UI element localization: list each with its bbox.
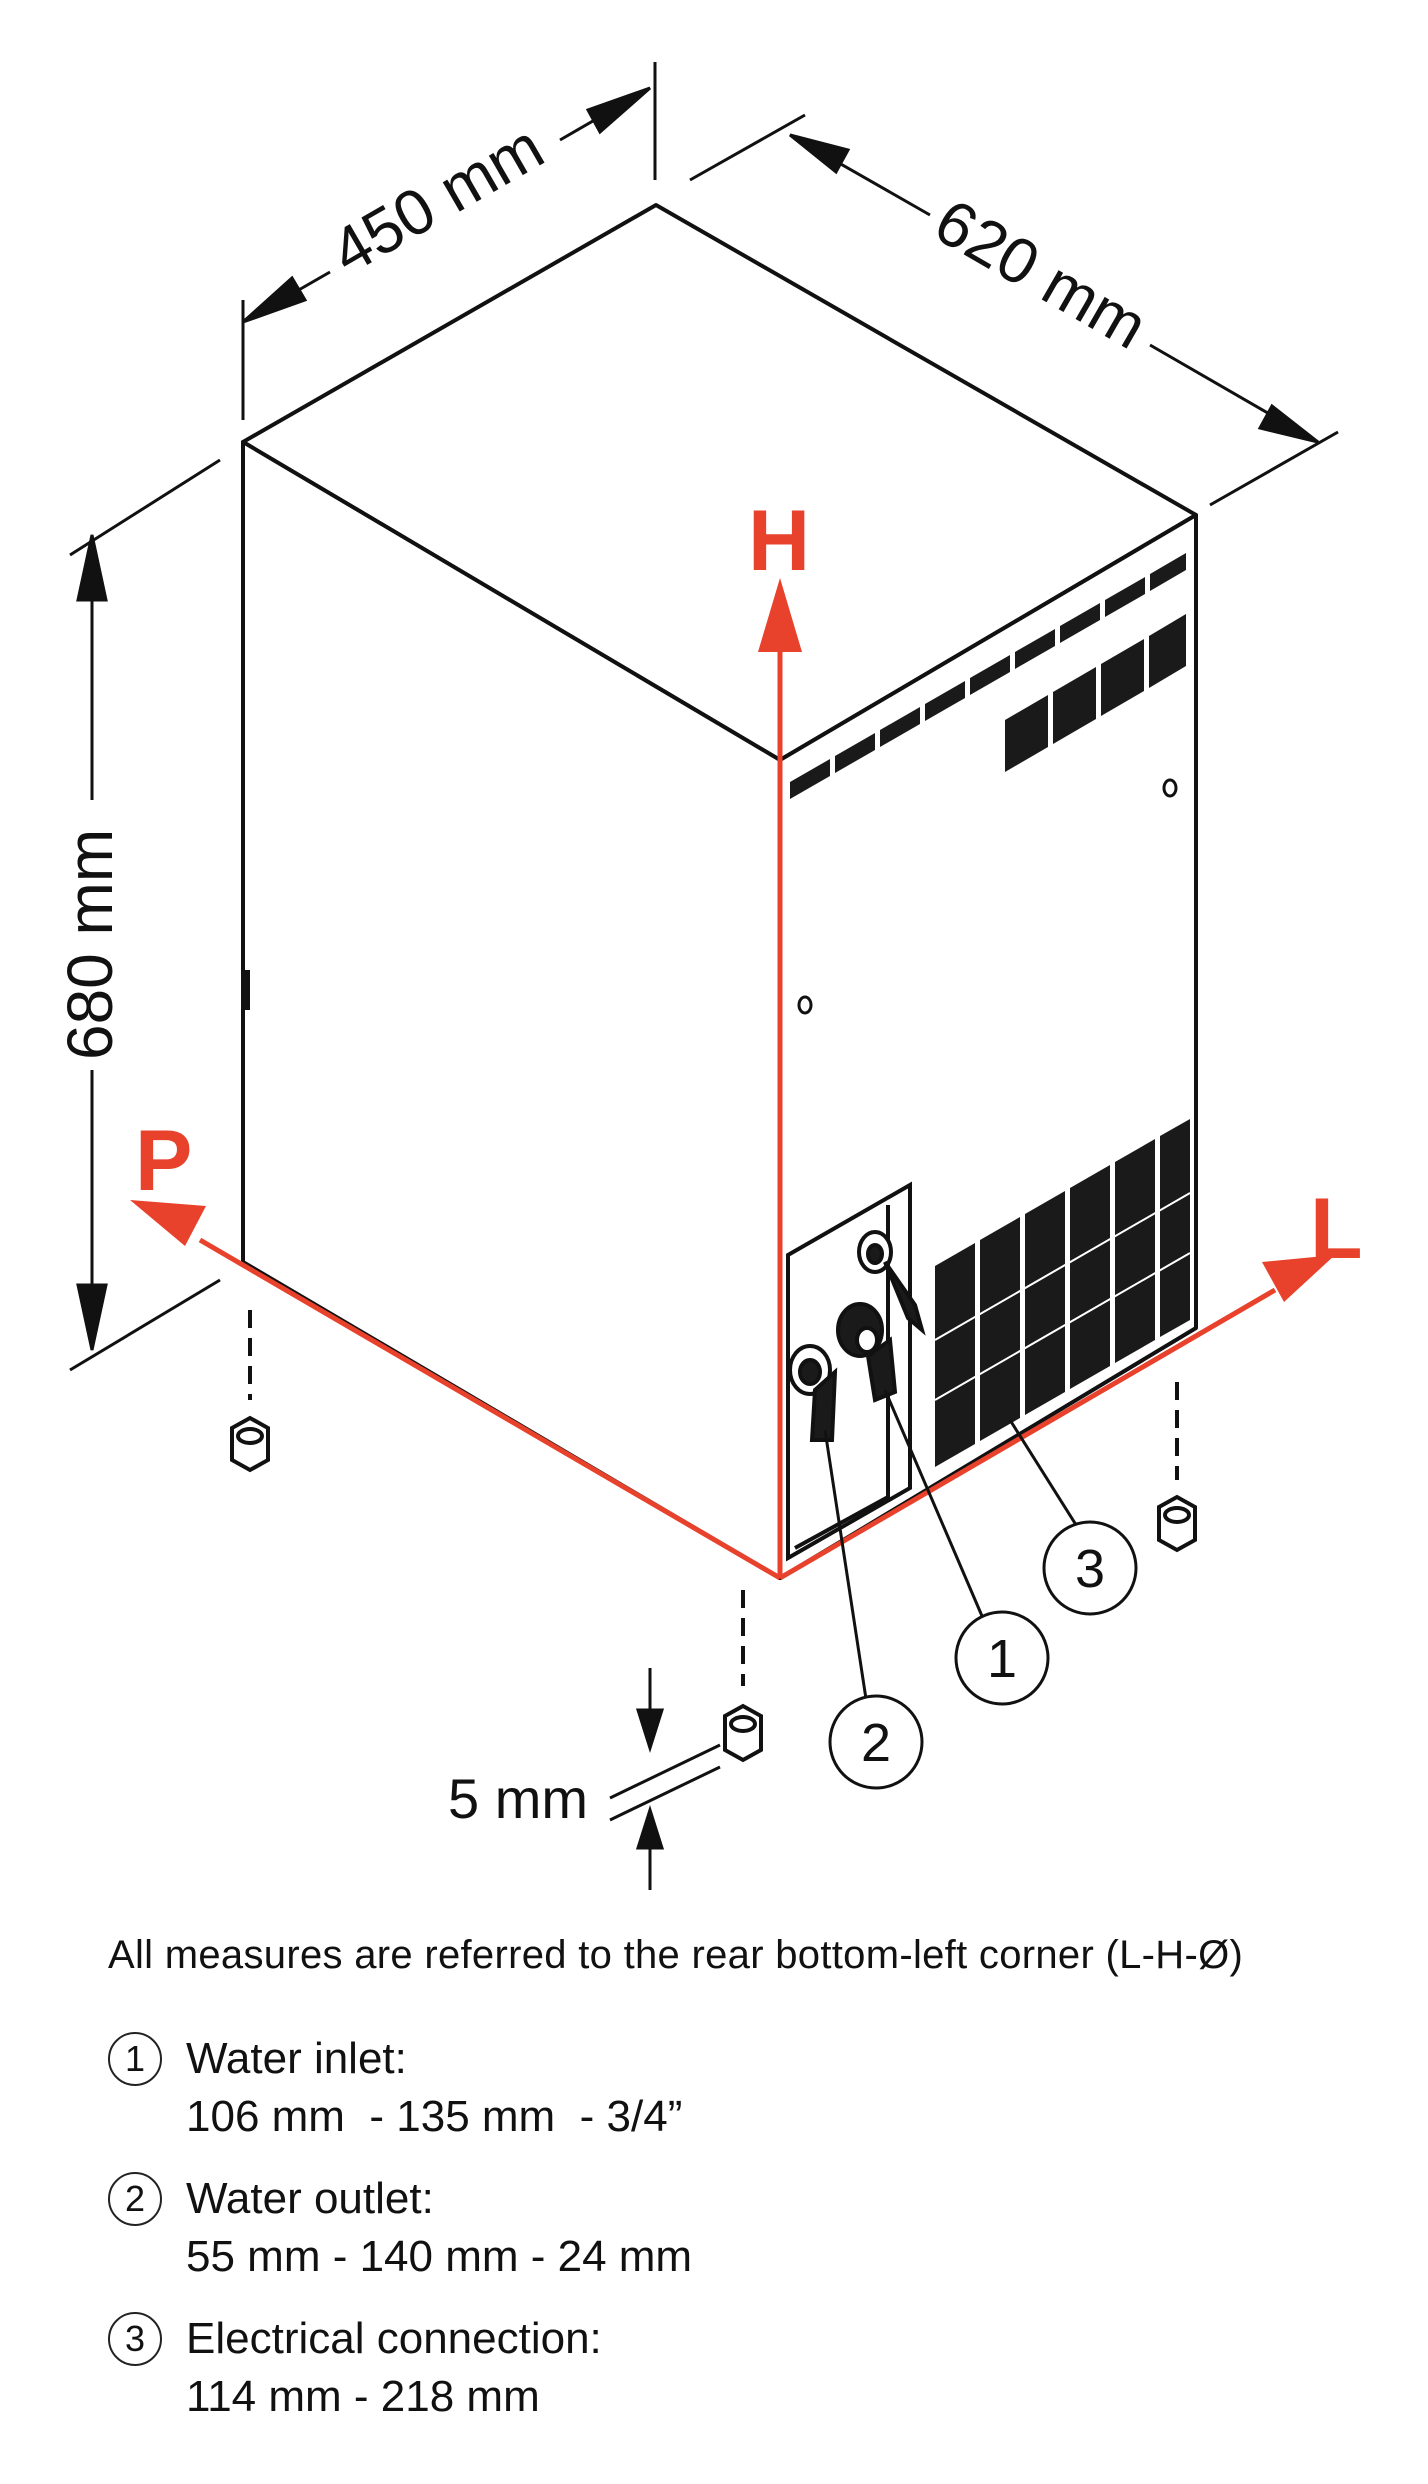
axis-l-arrow xyxy=(1262,1255,1335,1302)
screw-hole-icon xyxy=(797,995,813,1015)
axis-p-label: P xyxy=(135,1113,192,1209)
axis-l-label: L xyxy=(1310,1181,1363,1277)
callout-2: 2 xyxy=(828,1694,924,1790)
axis-h-label: H xyxy=(748,493,810,589)
legend-number: 1 xyxy=(108,2032,162,2086)
foot-rear xyxy=(723,1590,763,1763)
foot-dimension xyxy=(609,1668,721,1890)
legend-number: 2 xyxy=(108,2172,162,2226)
depth-dimension-label: 620 mm xyxy=(923,185,1159,363)
legend-values: 114 mm - 218 mm xyxy=(186,2372,540,2421)
width-dimension xyxy=(241,62,657,420)
callout-leaders xyxy=(823,1389,1080,1713)
condenser-grille xyxy=(935,1119,1190,1467)
callout-1: 1 xyxy=(954,1610,1050,1706)
notes-section: All measures are referred to the rear bo… xyxy=(108,1928,1408,2450)
legend-title: Water inlet: xyxy=(186,2034,407,2083)
grille-stripes xyxy=(934,1192,1191,1401)
legend-item-water-outlet: 2 Water outlet: 55 mm - 140 mm - 24 mm xyxy=(108,2170,1408,2286)
legend-title: Water outlet: xyxy=(186,2174,434,2223)
electrical-connection-fitting xyxy=(857,1230,926,1336)
height-dimension xyxy=(69,458,221,1372)
height-dimension-label: 680 mm xyxy=(54,829,126,1060)
callout-3: 3 xyxy=(1042,1520,1138,1616)
axis-p-arrow xyxy=(130,1200,206,1246)
foot-dimension-label: 5 mm xyxy=(448,1767,588,1830)
legend-values: 55 mm - 140 mm - 24 mm xyxy=(186,2232,693,2281)
axis-p-line xyxy=(198,1237,782,1581)
legend-item-electrical-connection: 3 Electrical connection: 114 mm - 218 mm xyxy=(108,2310,1408,2426)
svg-text:1: 1 xyxy=(987,1629,1017,1689)
connection-panel xyxy=(786,1181,912,1562)
svg-text:3: 3 xyxy=(1075,1539,1105,1599)
reference-axes xyxy=(130,578,1335,1581)
upper-grille xyxy=(1005,614,1186,772)
legend-title: Electrical connection: xyxy=(186,2314,602,2363)
legend-item-water-inlet: 1 Water inlet: 106 mm - 135 mm - 3/4” xyxy=(108,2030,1408,2146)
svg-text:2: 2 xyxy=(861,1713,891,1773)
foot-front-left xyxy=(230,1310,270,1473)
axis-h-arrow xyxy=(758,578,802,652)
reference-note: All measures are referred to the rear bo… xyxy=(108,1933,1244,1977)
water-outlet-fitting xyxy=(788,1344,838,1442)
top-vent-strip xyxy=(790,553,1186,799)
water-inlet-fitting xyxy=(836,1302,898,1403)
screw-holes xyxy=(797,778,1178,1015)
foot-front-right xyxy=(1157,1382,1197,1553)
axis-l-line xyxy=(778,1287,1277,1581)
screw-hole-icon xyxy=(1162,778,1178,798)
depth-dimension xyxy=(689,113,1339,507)
ice-maker-dimension-diagram: H P L 450 mm 620 mm 680 mm 5 xyxy=(54,62,1363,1890)
legend-values: 106 mm - 135 mm - 3/4” xyxy=(186,2092,683,2141)
legend-number: 3 xyxy=(108,2312,162,2366)
width-dimension-label: 450 mm xyxy=(319,110,555,288)
